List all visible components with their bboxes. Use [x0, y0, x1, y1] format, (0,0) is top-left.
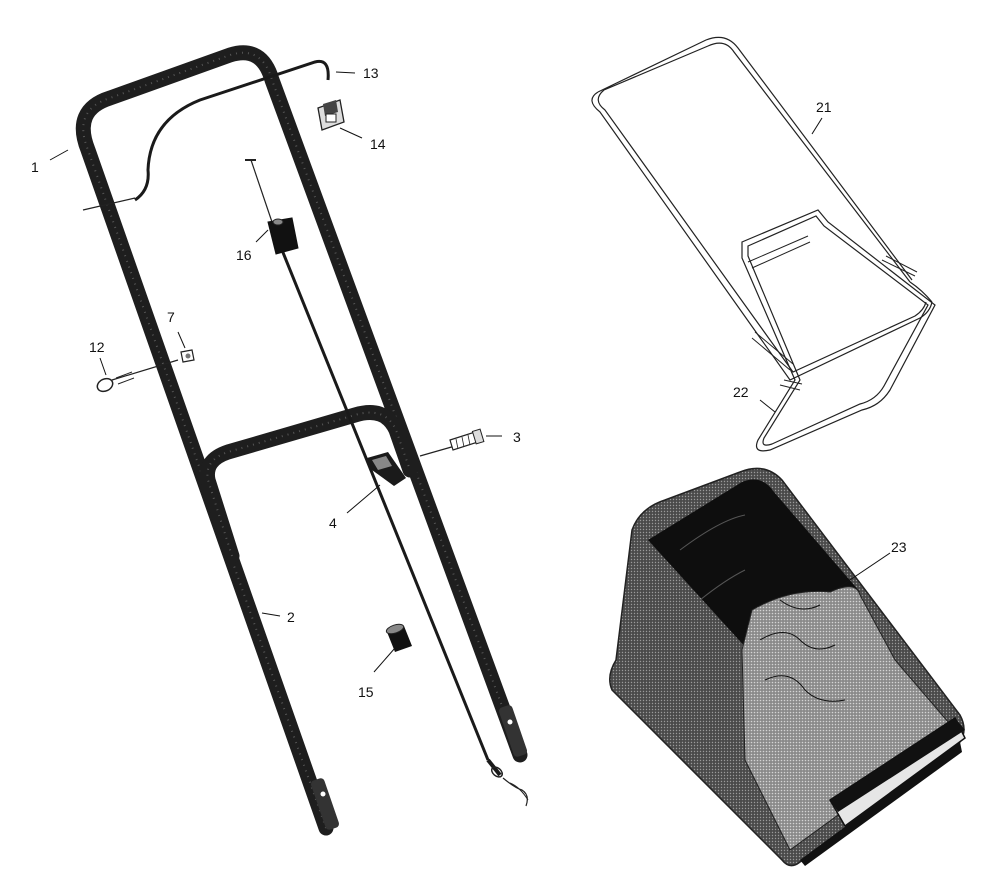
callout-22: 22: [733, 384, 749, 400]
cable-bushing: [385, 623, 412, 652]
eyebolt: [96, 349, 195, 393]
starter-rope: [245, 159, 299, 255]
callout-2: 2: [287, 609, 295, 625]
bolt: [419, 428, 485, 457]
handle-knob: [367, 452, 406, 486]
callout-3: 3: [513, 429, 521, 445]
callout-14: 14: [370, 136, 386, 152]
callout-labels: 1 2 3 4 7 12 13 14 15 16 21 22 23: [31, 65, 907, 700]
callout-4: 4: [329, 515, 337, 531]
lower-handle: [199, 405, 418, 564]
bag-frame: [591, 36, 933, 381]
cable-clip: [317, 99, 345, 131]
callout-1: 1: [31, 159, 39, 175]
upper-handle: [75, 45, 528, 836]
leader-lines: [49, 71, 891, 673]
callout-21: 21: [816, 99, 832, 115]
callout-16: 16: [236, 247, 252, 263]
lower-frame: [741, 209, 936, 452]
callout-15: 15: [358, 684, 374, 700]
control-cable: [82, 59, 529, 807]
grass-bag: [609, 467, 966, 867]
callout-23: 23: [891, 539, 907, 555]
callout-13: 13: [363, 65, 379, 81]
callout-12: 12: [89, 339, 105, 355]
callout-7: 7: [167, 309, 175, 325]
